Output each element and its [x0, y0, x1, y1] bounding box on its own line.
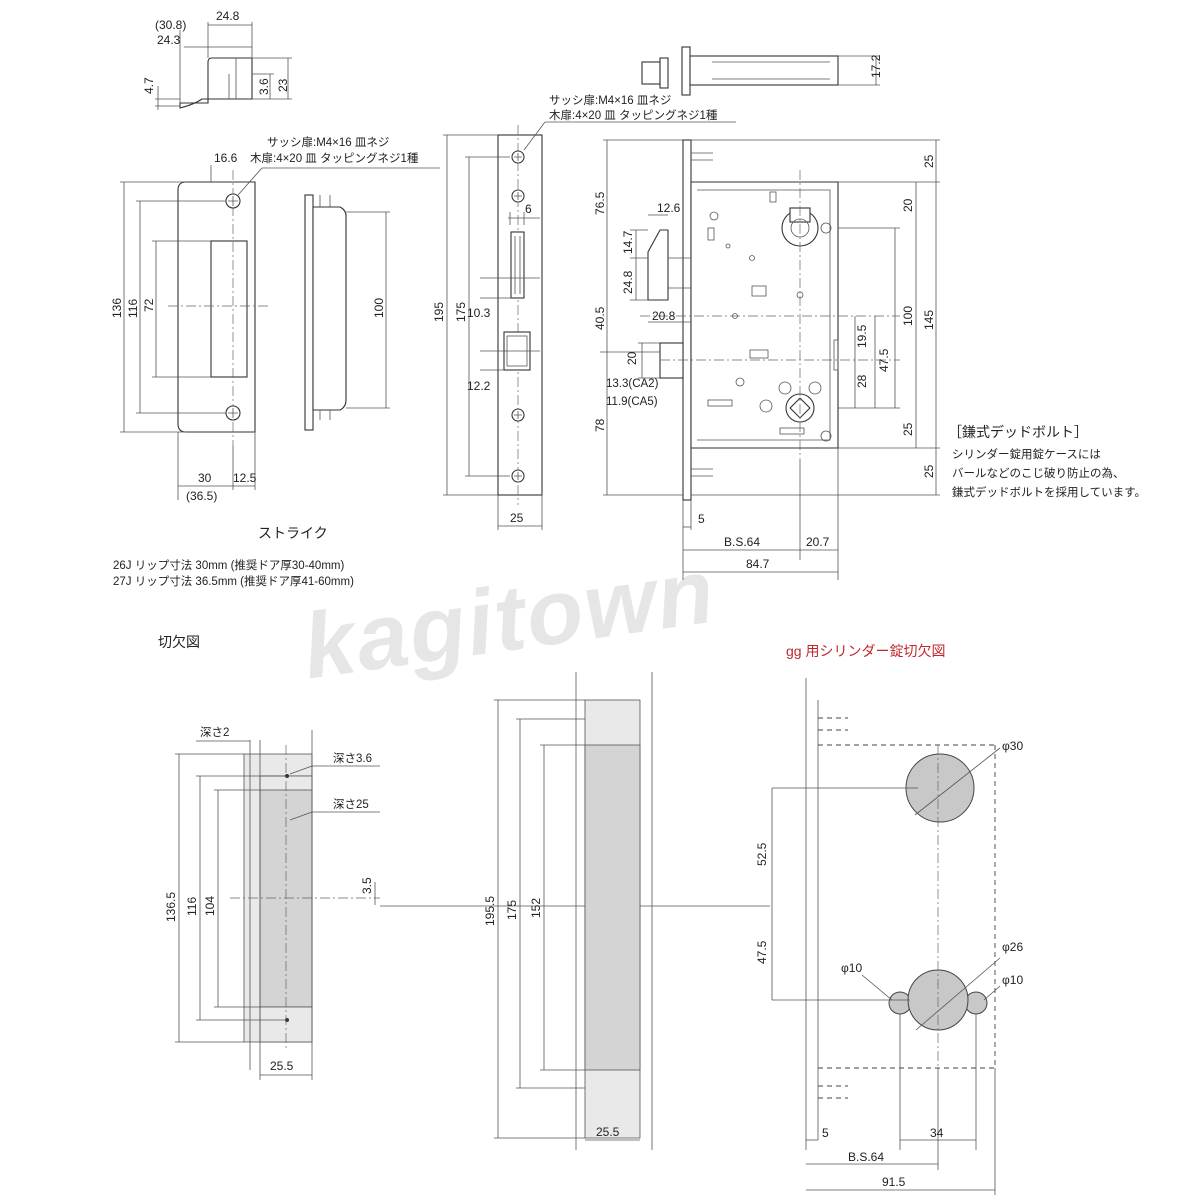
dim-12-5: 12.5 [233, 471, 257, 485]
faceplate-front-view [443, 121, 736, 530]
lockbody-front-view [600, 139, 940, 580]
cylinder-cutout-title: gg 用シリンダー錠切欠図 [786, 643, 945, 659]
dim-bs64: B.S.64 [724, 535, 760, 549]
deadbolt-slot [510, 231, 525, 299]
phi-10-left: φ10 [841, 961, 862, 975]
dim-11-9-ca5: 11.9(CA5) [606, 396, 658, 408]
cylinder-cutout [771, 678, 1001, 1195]
dim-76-5: 76.5 [593, 191, 607, 215]
depth-2: 深さ2 [200, 725, 229, 739]
screw-hole-icon [511, 469, 525, 483]
dim-25-5: 25.5 [270, 1059, 294, 1073]
depth-3-6: 深さ3.6 [333, 751, 372, 765]
dim-12-2: 12.2 [467, 379, 491, 393]
dim-116: 116 [126, 299, 140, 318]
dim-5-cyl: 5 [822, 1126, 829, 1140]
dim-bs64-cyl: B.S.64 [848, 1150, 884, 1164]
dim-25-mid: 25 [901, 422, 915, 436]
dim-136: 136 [110, 298, 124, 318]
depth-25: 深さ25 [333, 797, 369, 811]
dim-195: 195 [432, 302, 446, 322]
dim-13-3-ca2: 13.3(CA2) [606, 378, 659, 390]
strike-caption: ストライク [258, 525, 328, 541]
dim-6: 6 [525, 202, 532, 216]
deadbolt-note-line2: バールなどのこじ破り防止の為、 [952, 466, 1125, 480]
dim-47-5-cyl: 47.5 [755, 940, 769, 964]
deadbolt [647, 229, 669, 301]
dim-25-5b: 25.5 [596, 1125, 620, 1139]
dim-5: 5 [698, 512, 705, 526]
dim-34: 34 [930, 1126, 944, 1140]
dim-23: 23 [276, 78, 290, 92]
dim-116-cut: 116 [185, 897, 199, 916]
dim-30: 30 [198, 471, 212, 485]
screw-hole-icon [511, 150, 525, 164]
face-screw-callout-line1: サッシ扉:M4×16 皿ネジ [549, 94, 671, 107]
dim-25-top: 25 [922, 154, 936, 168]
dim-16-6: 16.6 [214, 151, 238, 165]
dim-100: 100 [372, 298, 386, 318]
dim-78: 78 [593, 418, 607, 432]
dim-136-5: 136.5 [164, 892, 178, 922]
strike-side-view [304, 194, 390, 431]
face-screw-callout-line2: 木扉:4×20 皿 タッピングネジ1種 [549, 108, 718, 122]
note-26j: 26J リップ寸法 30mm (推奨ドア厚30-40mm) [113, 558, 344, 572]
dim-145: 145 [922, 310, 936, 330]
dim-100-lock: 100 [901, 306, 915, 326]
dim-72: 72 [142, 298, 156, 312]
screw-hole-icon [225, 405, 241, 421]
cutout-strike [175, 730, 380, 1080]
dim-4-7: 4.7 [142, 77, 156, 94]
dim-20-top: 20 [901, 198, 915, 212]
screw-hole-icon [511, 189, 525, 203]
dim-20-8: 20.8 [652, 309, 676, 323]
deadbolt-note-title: ［鎌式デッドボルト］ [948, 424, 1088, 440]
dim-84-7: 84.7 [746, 557, 770, 571]
phi-26: φ26 [1002, 940, 1023, 954]
dim-25: 25 [510, 511, 524, 525]
dim-175-cut: 175 [505, 900, 519, 920]
watermark: kagitown [297, 540, 722, 699]
cutout-title: 切欠図 [158, 634, 200, 650]
dim-24-8-lock: 24.8 [621, 270, 635, 294]
strike-side-profile [155, 22, 292, 110]
dim-14-7: 14.7 [621, 230, 635, 254]
dim-152: 152 [529, 898, 543, 918]
dim-3-6: 3.6 [257, 78, 271, 95]
dim-20: 20 [625, 351, 639, 365]
dim-20-7: 20.7 [806, 535, 830, 549]
dim-28: 28 [855, 374, 869, 388]
dim-175: 175 [454, 302, 468, 322]
screw-hole-icon [225, 193, 241, 209]
dim-91-5: 91.5 [882, 1175, 906, 1189]
screw-callout-line1: サッシ扉:M4×16 皿ネジ [267, 136, 389, 149]
phi-10-right: φ10 [1002, 973, 1023, 987]
dim-3-5: 3.5 [360, 877, 374, 894]
dim-12-6: 12.6 [657, 201, 681, 215]
dim-30-8: (30.8) [155, 18, 186, 32]
dim-24-3: 24.3 [157, 33, 181, 47]
dim-104: 104 [203, 896, 217, 916]
dim-52-5: 52.5 [755, 842, 769, 866]
dim-10-3: 10.3 [467, 306, 491, 320]
dim-19-5: 19.5 [855, 324, 869, 348]
strike-front-view [120, 165, 440, 500]
screw-hole-icon [511, 408, 525, 422]
note-27j: 27J リップ寸法 36.5mm (推奨ドア厚41-60mm) [113, 574, 354, 588]
dim-24-8: 24.8 [216, 9, 240, 23]
dim-40-5: 40.5 [593, 306, 607, 330]
deadbolt-note-line1: シリンダー錠用錠ケースには [952, 447, 1101, 461]
dim-36-5: (36.5) [186, 489, 217, 503]
dim-47-5: 47.5 [877, 348, 891, 372]
lockbody-top-view [641, 46, 880, 96]
dim-195-5: 195.5 [483, 896, 497, 926]
dim-17-2: 17.2 [869, 54, 883, 78]
latch-bolt [659, 342, 684, 379]
deadbolt-note-line3: 鎌式デッドボルトを採用しています。 [952, 485, 1146, 499]
cutout-lockbody [494, 672, 653, 1150]
screw-callout-line2: 木扉:4×20 皿 タッピングネジ1種 [250, 151, 419, 165]
phi-30: φ30 [1002, 739, 1023, 753]
dim-25-bot: 25 [922, 464, 936, 478]
